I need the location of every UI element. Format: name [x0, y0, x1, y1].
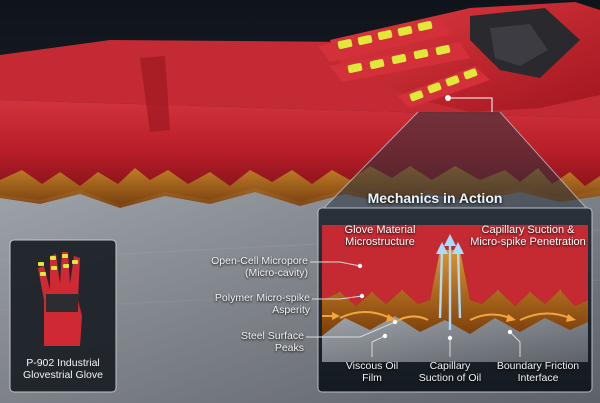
label-viscous-oil: Viscous Oil Film: [345, 360, 399, 384]
inset-glove-illustration: [38, 252, 82, 346]
label-capillary-suction: Capillary Suction of Oil: [418, 360, 482, 384]
label-steel-peaks: Steel Surface Peaks: [240, 330, 304, 354]
header-capillary-penetration: Capillary Suction & Micro-spike Penetrat…: [470, 224, 586, 248]
label-micropore: Open-Cell Micropore (Micro-cavity): [211, 255, 308, 279]
header-glove-material: Glove Material Microstructure: [344, 224, 416, 248]
panel-title: Mechanics in Action: [367, 190, 503, 206]
label-microspike: Polymer Micro-spike Asperity: [214, 292, 310, 316]
label-boundary-friction: Boundary Friction Interface: [496, 360, 580, 384]
inset-caption: P-902 Industrial Glovestrial Glove: [23, 357, 103, 381]
